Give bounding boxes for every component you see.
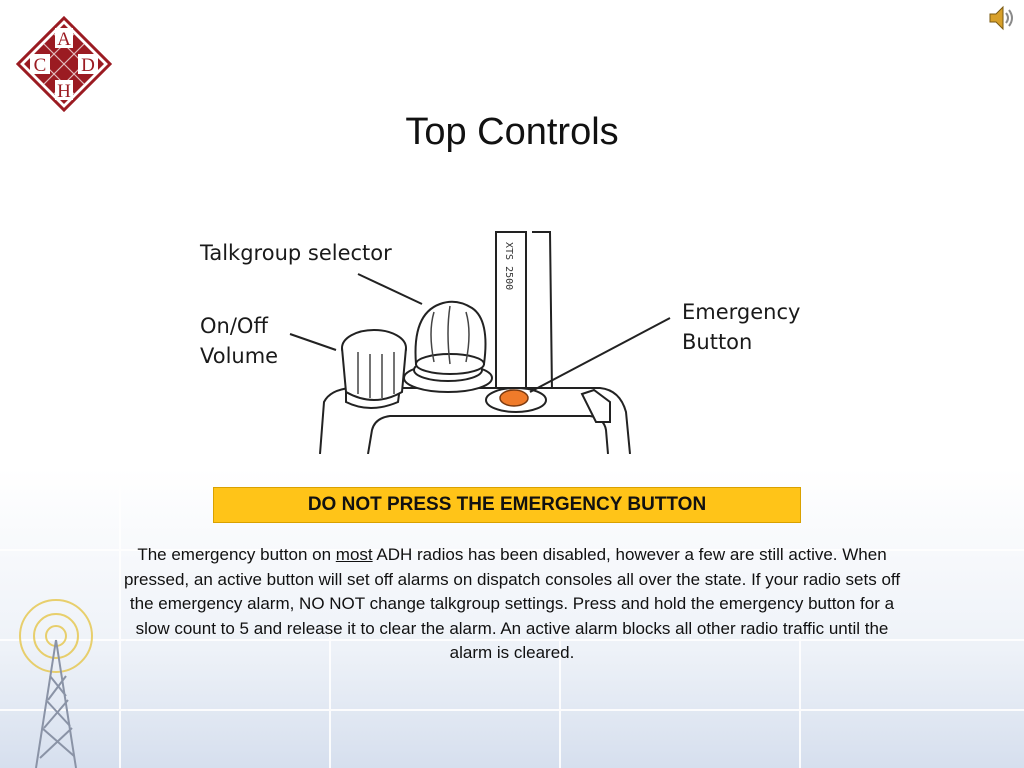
speaker-icon[interactable]: [986, 2, 1018, 34]
background-grid-lines: [0, 460, 1024, 768]
emergency-button-drawing: [499, 389, 529, 407]
logo-letter-d: D: [81, 55, 95, 76]
slide-title: Top Controls: [405, 111, 619, 153]
talkgroup-selector-label: Talkgroup selector: [200, 241, 392, 265]
radio-drawing: XTS 2500: [289, 231, 671, 454]
adh-diamond-logo-icon: A C D H: [16, 16, 112, 112]
radio-top-controls-figure: XTS 2500 Talkgroup selector On/Off Volum…: [190, 222, 830, 454]
body-text-part1: The emergency button on: [137, 545, 336, 564]
logo-letter-h: H: [57, 81, 71, 102]
logo-letter-a: A: [57, 29, 71, 50]
onoff-label: On/Off: [200, 314, 268, 338]
logo-letter-c: C: [34, 55, 47, 76]
svg-text:XTS 2500: XTS 2500: [503, 242, 514, 290]
emergency-label: Emergency: [682, 300, 801, 324]
radio-tower-icon: [19, 599, 93, 768]
body-paragraph: The emergency button on most ADH radios …: [118, 543, 906, 666]
button-label: Button: [682, 330, 753, 354]
volume-label: Volume: [200, 344, 279, 368]
warning-banner: DO NOT PRESS THE EMERGENCY BUTTON: [213, 487, 801, 523]
body-text-underlined: most: [335, 545, 373, 564]
body-text-part2: ADH radios has been disabled, however a …: [123, 545, 901, 662]
